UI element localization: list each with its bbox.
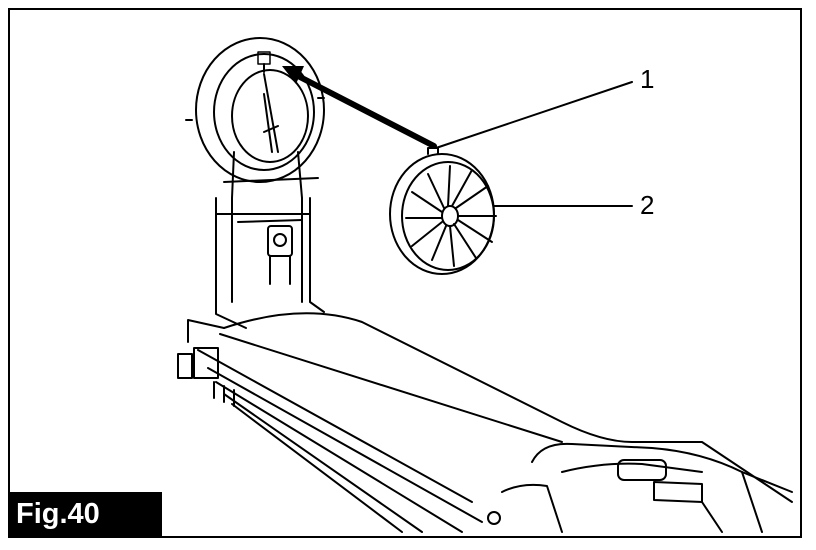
callout-1: 1 [640, 64, 654, 94]
tool-body [177, 312, 793, 533]
dust-cap [389, 147, 497, 275]
cap-slits [405, 165, 497, 267]
leader-line-1 [435, 81, 633, 149]
leader-lines [435, 81, 633, 207]
insertion-arrow [282, 66, 437, 149]
figure-label: Fig.40 [10, 492, 162, 536]
dust-nozzle-post [215, 151, 325, 329]
figure-frame: 1 2 Fig.40 [8, 8, 802, 538]
technical-illustration: 1 2 [177, 37, 793, 533]
callout-2: 2 [640, 190, 654, 220]
dust-port-ring [185, 37, 325, 183]
